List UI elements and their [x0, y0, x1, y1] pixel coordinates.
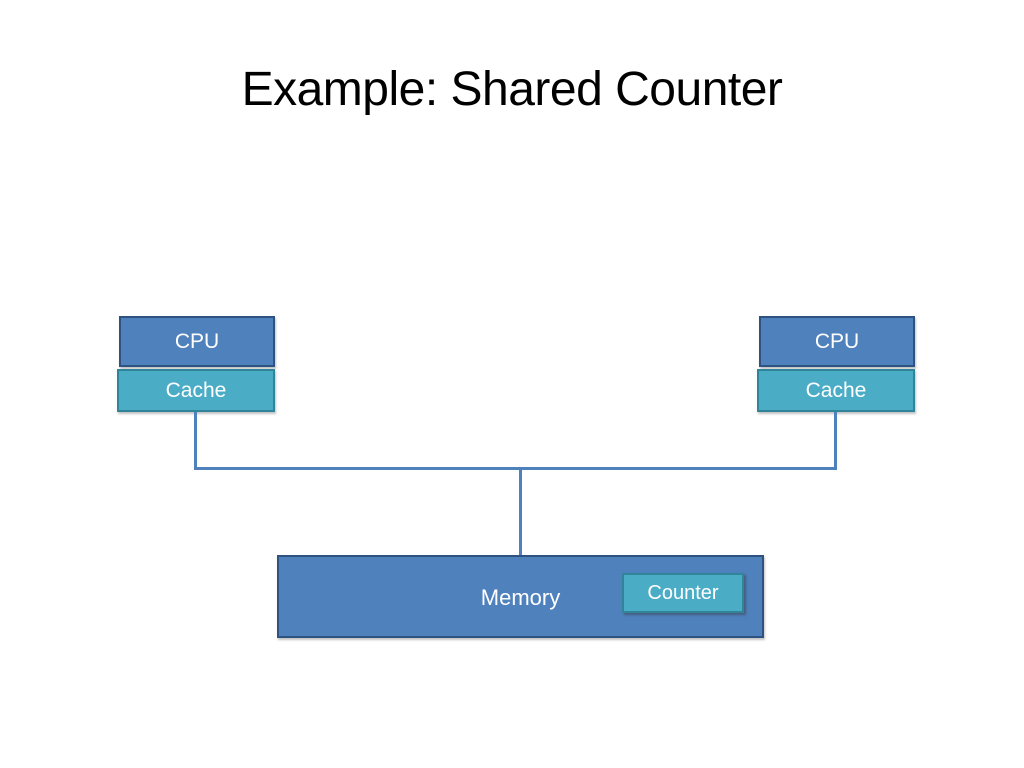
right-cpu-box: CPU — [759, 316, 915, 367]
counter-box: Counter — [622, 573, 744, 613]
left-cache-box: Cache — [117, 369, 275, 412]
connector-right-cache-to-bus — [834, 412, 837, 470]
connector-left-cache-to-bus — [194, 412, 197, 470]
right-cpu-label: CPU — [814, 329, 860, 353]
right-cache-box: Cache — [757, 369, 915, 412]
memory-label: Memory — [480, 585, 561, 610]
right-cache-label: Cache — [805, 378, 867, 402]
connector-bus-horizontal — [194, 467, 837, 470]
left-cpu-label: CPU — [174, 329, 220, 353]
slide-title: Example: Shared Counter — [241, 63, 783, 116]
left-cpu-box: CPU — [119, 316, 275, 367]
counter-label: Counter — [647, 581, 719, 604]
connector-bus-to-memory — [519, 467, 522, 555]
memory-box: Memory Counter — [277, 555, 764, 638]
left-cache-label: Cache — [165, 378, 227, 402]
